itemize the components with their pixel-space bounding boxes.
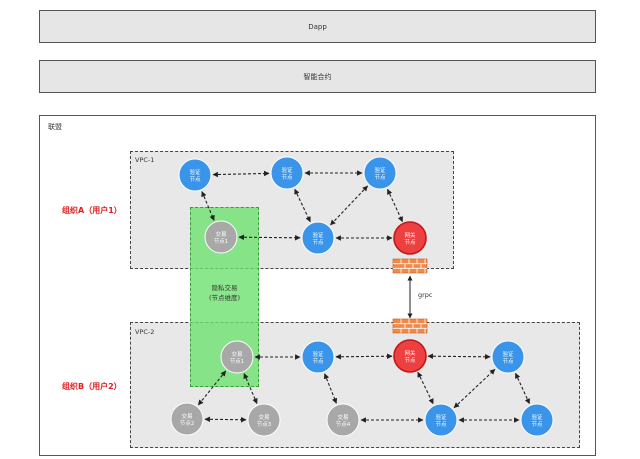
node-label: 验证	[531, 413, 543, 421]
link-v1b-v1d	[294, 188, 311, 223]
node-label: 验证	[189, 168, 201, 176]
org-a-label: 组织A（用户1）	[62, 206, 122, 215]
org-b-label: 组织B（用户2）	[62, 382, 122, 391]
node-label: 交易	[215, 230, 226, 238]
node-label: 节点	[404, 238, 416, 246]
node-label: 交易	[258, 413, 269, 421]
link-v2a-g2	[335, 353, 393, 360]
firewall-icon	[392, 318, 428, 334]
node-label: 交易	[231, 350, 242, 358]
grpc-label: grpc	[418, 291, 433, 299]
vpc-1-label: VPC-1	[135, 156, 155, 164]
link-t1-v1d	[238, 234, 301, 241]
link-v1c-v1d	[330, 185, 368, 226]
node-label: 节点1	[230, 357, 245, 365]
node-label: 验证	[281, 166, 293, 174]
node-label: 节点	[189, 175, 201, 183]
link-v2c-v2b	[453, 368, 496, 409]
node-label: 节点	[312, 357, 324, 365]
privacy-title: 隐私交易	[211, 284, 238, 292]
link-g2-v2c	[417, 371, 434, 405]
link-g2-v2b	[427, 353, 491, 360]
node-label: 验证	[502, 350, 514, 358]
node-label: 验证	[435, 413, 447, 421]
node-label: 节点	[531, 420, 543, 428]
node-label: 验证	[374, 166, 386, 174]
link-v1c-g1	[387, 188, 403, 223]
node-label: 交易	[181, 412, 192, 420]
node-label: 节点2	[180, 419, 195, 427]
link-v2b-v2d	[515, 372, 530, 405]
node-label: 验证	[312, 350, 324, 358]
link-v1a-t1	[201, 191, 215, 221]
firewall-icon	[392, 258, 428, 274]
node-label: 验证	[312, 231, 324, 239]
node-label: 节点1	[214, 237, 229, 245]
alliance-label: 联盟	[48, 123, 62, 131]
dapp-layer: Dapp	[39, 10, 596, 43]
link-v1a-v1b	[212, 170, 270, 178]
link-v2a-t4	[323, 373, 338, 404]
node-label: 节点	[404, 356, 416, 364]
link-t1b-t2	[197, 370, 227, 406]
node-label: 网关	[404, 349, 416, 357]
node-label: 节点	[312, 238, 324, 246]
node-label: 节点	[435, 420, 447, 428]
node-label: 网关	[404, 231, 416, 239]
privacy-subtitle: (节点维度)	[208, 294, 241, 302]
link-t2-t3	[204, 416, 247, 423]
node-label: 节点3	[257, 420, 272, 428]
alliance-container	[39, 115, 596, 456]
node-label: 节点4	[336, 420, 351, 428]
node-label: 交易	[337, 413, 348, 421]
link-t1b-t3	[243, 373, 258, 404]
node-label: 节点	[502, 357, 514, 365]
smart-contract-layer: 智能合约	[39, 60, 596, 93]
node-label: 节点	[374, 173, 386, 181]
node-label: 节点	[281, 173, 293, 181]
vpc-2-label: VPC-2	[135, 328, 155, 336]
